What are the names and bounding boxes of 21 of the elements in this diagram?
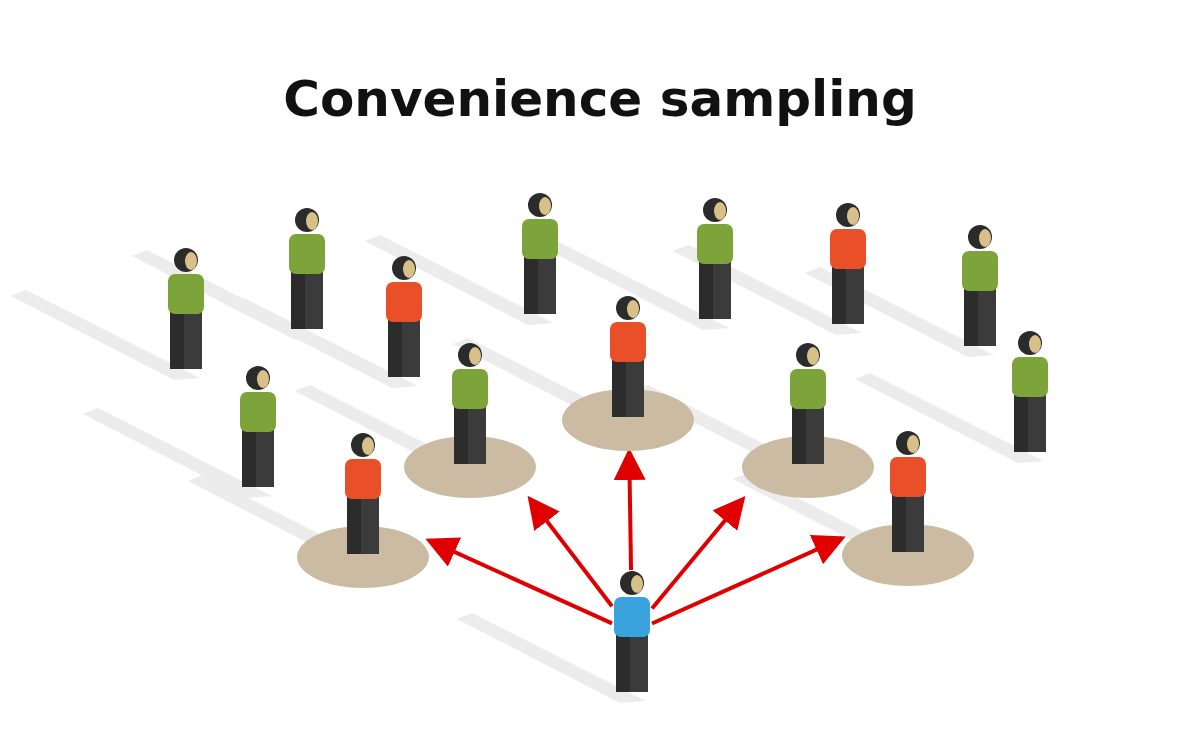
person-drawing: [695, 197, 735, 322]
selected-person-drawing: [742, 342, 874, 499]
person-drawing: [384, 255, 424, 380]
person-drawing: [520, 192, 560, 317]
arrow: [527, 495, 614, 608]
person-drawing: [960, 224, 1000, 349]
person-drawing: [166, 247, 206, 372]
person-drawing: [238, 365, 278, 490]
selected-person-drawing: [404, 342, 536, 499]
selected-person-drawing: [842, 430, 974, 587]
arrow: [613, 448, 646, 571]
person-drawing: [287, 207, 327, 332]
person-drawing: [828, 202, 868, 327]
selected-person-drawing: [562, 295, 694, 452]
title: Convenience sampling: [283, 72, 917, 127]
arrow: [650, 495, 746, 610]
arrow: [651, 535, 846, 626]
arrow: [425, 537, 613, 626]
selected-person-drawing: [297, 432, 429, 589]
person-drawing: [612, 570, 652, 695]
person-drawing: [1010, 330, 1050, 455]
